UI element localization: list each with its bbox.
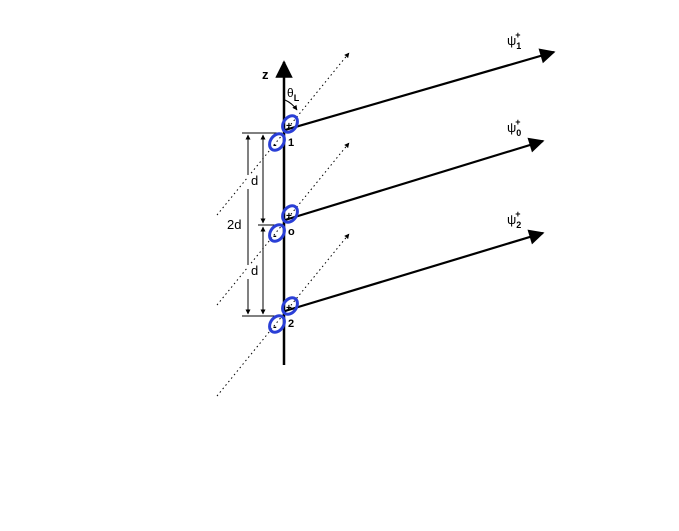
wave-label-1: ψ1+: [507, 30, 521, 51]
theta-label: θL: [287, 86, 300, 103]
element-label: o: [288, 226, 295, 238]
plus-sign: +: [286, 303, 292, 314]
ring-upper: [281, 114, 299, 134]
dipole-element-2: + - 2: [268, 296, 299, 334]
dim-d-upper-label: d: [251, 173, 258, 188]
wave-arrow-0: [284, 137, 545, 222]
dim-2d-label: 2d: [227, 217, 241, 232]
ring-lower: [268, 132, 286, 152]
element-label: 1: [288, 137, 294, 149]
minus-sign: -: [273, 321, 277, 333]
ring-lower: [268, 223, 286, 243]
dipole-element-1: + - 1: [268, 114, 299, 152]
ring-lower: [268, 314, 286, 334]
element-label: 2: [288, 318, 294, 330]
z-axis-label: z: [262, 67, 269, 82]
wave-label-0: ψ0+: [507, 117, 521, 138]
dim-d-lower-label: d: [251, 263, 258, 278]
minus-sign: -: [273, 230, 277, 242]
wave-arrow-2: [284, 229, 545, 313]
ring-upper: [281, 296, 299, 316]
plus-sign: +: [286, 121, 292, 132]
ring-upper: [281, 204, 299, 224]
dipole-element-0: + - o: [268, 204, 299, 243]
wave-arrow-1: [284, 48, 556, 132]
wave-label-2: ψ2+: [507, 209, 521, 230]
theta-arc: [284, 99, 298, 111]
plus-sign: +: [286, 211, 292, 222]
minus-sign: -: [273, 139, 277, 151]
